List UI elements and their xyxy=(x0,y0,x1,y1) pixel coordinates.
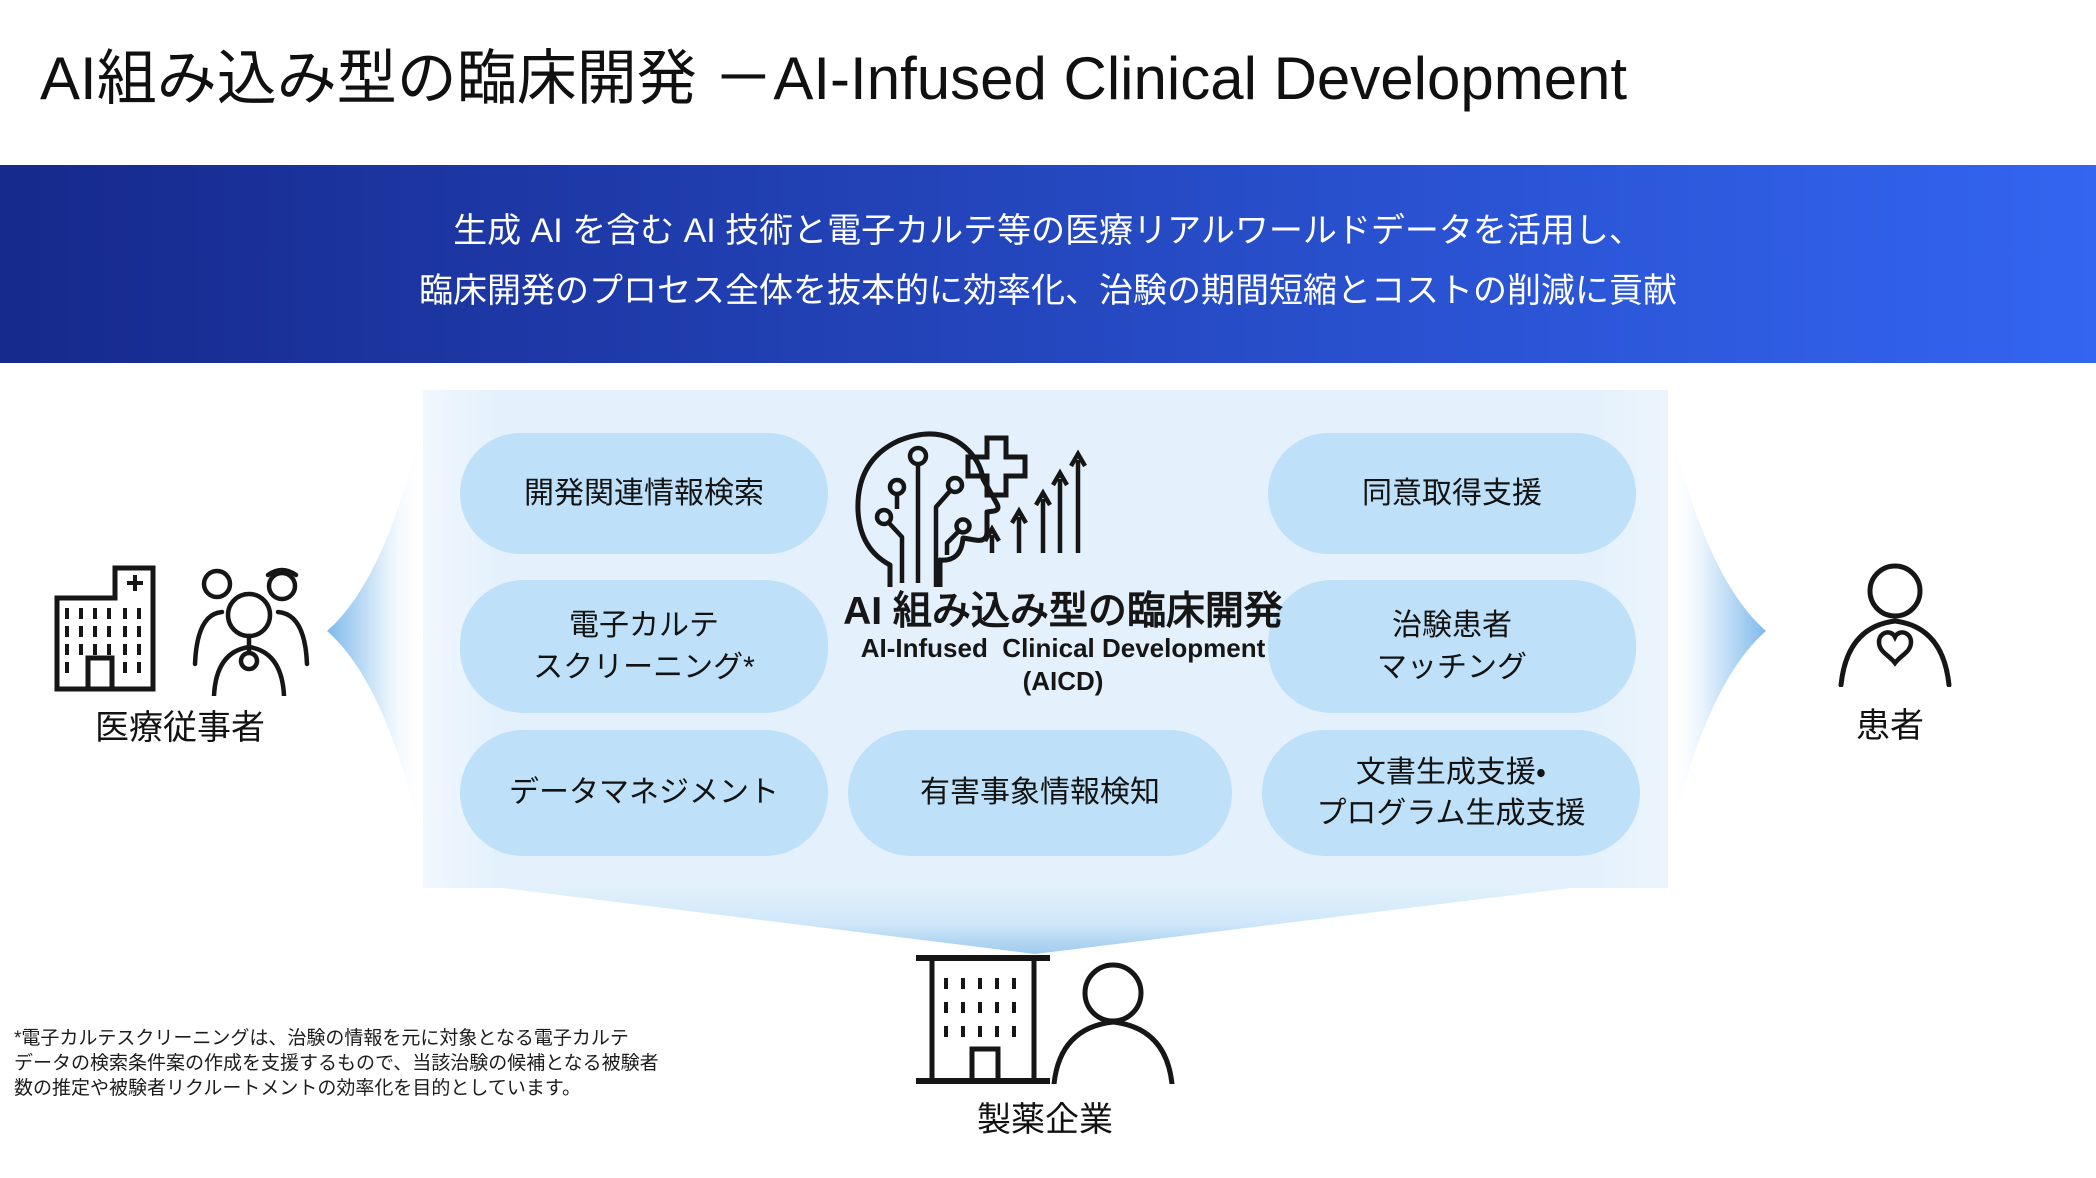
growth-arrows-icon xyxy=(983,449,1087,553)
aicd-heading: AI 組み込み型の臨床開発 xyxy=(843,590,1283,633)
flow-funnel-down-icon xyxy=(487,886,1587,954)
capability-label: 有害事象情報検知 xyxy=(920,776,1160,810)
capability-consent-support: 同意取得支援 xyxy=(1268,433,1636,554)
capability-label: 治験患者 xyxy=(1392,609,1512,643)
footnote: *電子カルテスクリーニングは、治験の情報を元に対象となる電子カルテ データの検索… xyxy=(14,1026,694,1101)
aicd-subheading: AI-Infused Clinical Development xyxy=(860,633,1266,663)
capability-label: スクリーニング* xyxy=(533,650,755,684)
capability-ehr-screening: 電子カルテ スクリーニング* xyxy=(460,580,828,713)
person-icon xyxy=(1051,962,1175,1084)
office-building-icon xyxy=(916,955,1050,1084)
medical-staff-icon xyxy=(192,567,310,696)
hospital-icon xyxy=(54,565,156,692)
footnote-line-2: データの検索条件案の作成を支援するもので、当該治験の候補となる被験者 xyxy=(14,1053,659,1074)
page-title: AI組み込み型の臨床開発 －AI-Infused Clinical Develo… xyxy=(40,45,1628,112)
aicd-acronym: (AICD) xyxy=(1022,666,1104,696)
capability-doc-program-generation: 文書生成支援・ プログラム生成支援 xyxy=(1262,730,1640,856)
capability-label: 電子カルテ xyxy=(569,609,719,643)
capability-label: 開発関連情報検索 xyxy=(524,476,764,510)
capability-label: 文書生成支援・ xyxy=(1355,755,1547,789)
capability-label: プログラム生成支援 xyxy=(1316,797,1586,830)
banner-line-1: 生成 AI を含む AI 技術と電子カルテ等の医療リアルワールドデータを活用し、 xyxy=(453,212,1643,250)
patient-label: 患者 xyxy=(1856,707,1924,745)
aicd-capability-panel: 開発関連情報検索 同意取得支援 電子カルテ スクリーニング* 治験患者 マッチン… xyxy=(423,390,1668,888)
capability-label: 同意取得支援 xyxy=(1362,476,1542,510)
footnote-line-1: *電子カルテスクリーニングは、治験の情報を元に対象となる電子カルテ xyxy=(14,1028,629,1049)
banner-line-2: 臨床開発のプロセス全体を抜本的に効率化、治験の期間短縮とコストの削減に貢献 xyxy=(419,272,1677,310)
capability-label: データマネジメント xyxy=(509,776,779,810)
aicd-icon-cluster xyxy=(855,431,1087,587)
patient-icon xyxy=(1838,563,1952,687)
capability-patient-matching: 治験患者 マッチング xyxy=(1268,580,1636,713)
flow-arrow-right-icon xyxy=(1668,417,1766,846)
capability-adverse-event-detection: 有害事象情報検知 xyxy=(848,730,1232,856)
healthcare-worker-label: 医療従事者 xyxy=(95,709,265,747)
capability-label: マッチング xyxy=(1377,650,1527,684)
capability-dev-info-search: 開発関連情報検索 xyxy=(460,433,828,554)
flow-arrow-left-icon xyxy=(327,417,423,846)
summary-banner: 生成 AI を含む AI 技術と電子カルテ等の医療リアルワールドデータを活用し、… xyxy=(0,165,2096,363)
pharma-company-label: 製薬企業 xyxy=(977,1101,1113,1139)
footnote-line-3: 数の推定や被験者リクルートメントの効率化を目的としています。 xyxy=(14,1078,581,1099)
capability-data-management: データマネジメント xyxy=(460,730,828,856)
medical-cross-icon xyxy=(965,435,1028,498)
ai-brain-icon xyxy=(855,431,1001,587)
